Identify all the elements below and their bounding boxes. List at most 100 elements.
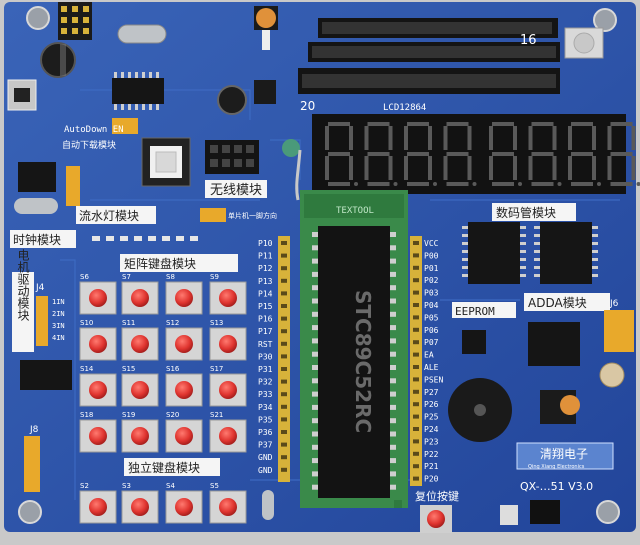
brand-logo xyxy=(516,442,614,470)
seg-digit xyxy=(364,122,398,186)
j4-pin-label: 3IN xyxy=(52,322,65,330)
matrix-key-s12[interactable]: S12 xyxy=(165,319,203,361)
digit-module-label: 数码管模块 xyxy=(496,205,556,220)
indep-key-s2[interactable]: S2 xyxy=(79,482,117,524)
j4-pin-label: 4IN xyxy=(52,334,65,342)
key-label: S21 xyxy=(210,411,223,419)
photoresistor xyxy=(599,362,625,388)
matrix-key-s10[interactable]: S10 xyxy=(79,319,117,361)
pin-label-right: P25 xyxy=(424,413,439,422)
mode-jumper[interactable] xyxy=(200,208,226,222)
key-label: S19 xyxy=(122,411,135,419)
pin-label-left: P36 xyxy=(258,428,273,437)
buzzer xyxy=(448,378,512,442)
switch-bottom[interactable] xyxy=(500,505,518,525)
indep-key-s3[interactable]: S3 xyxy=(121,482,159,524)
matrix-key-s17[interactable]: S17 xyxy=(209,365,247,407)
pin-label-left: P32 xyxy=(258,378,273,387)
key-label: S18 xyxy=(80,411,93,419)
pin-label-right: P03 xyxy=(424,289,439,298)
wireless-label-box xyxy=(205,180,267,198)
independent-keys-label: 独立键盘模块 xyxy=(128,460,200,475)
matrix-key-s19[interactable]: S19 xyxy=(121,411,159,453)
j4-pin-label: 2IN xyxy=(52,310,65,318)
adjust-potentiometer[interactable] xyxy=(540,390,580,424)
eeprom-chip xyxy=(462,330,486,354)
pin-label-right: P21 xyxy=(424,462,439,471)
seg-digit xyxy=(443,122,477,186)
usb-port xyxy=(7,79,37,111)
indep-key-s5[interactable]: S5 xyxy=(209,482,247,524)
seg-digit xyxy=(404,122,437,186)
pin-label-right: P24 xyxy=(424,425,439,434)
matrix-key-s20[interactable]: S20 xyxy=(165,411,203,453)
autodown-jumper[interactable] xyxy=(112,118,138,134)
pin-label-left: RST xyxy=(258,340,273,349)
matrix-key-s18[interactable]: S18 xyxy=(79,411,117,453)
reset-label: 复位按键 xyxy=(415,489,459,503)
key-label: S16 xyxy=(166,365,180,373)
pin-label-right: P01 xyxy=(424,264,439,273)
matrix-key-s13[interactable]: S13 xyxy=(209,319,247,361)
pin-label-left: P12 xyxy=(258,264,273,273)
key-label: S7 xyxy=(122,273,131,281)
flowing-led-label-box xyxy=(76,206,156,224)
lcd-label: LCD12864 xyxy=(383,103,426,113)
matrix-key-s16[interactable]: S16 xyxy=(165,365,203,407)
matrix-key-s14[interactable]: S14 xyxy=(79,365,117,407)
matrix-key-s11[interactable]: S11 xyxy=(121,319,159,361)
pin-label-right: P04 xyxy=(424,301,439,310)
pin-label-left: P13 xyxy=(258,277,273,286)
key-label: S10 xyxy=(80,319,93,327)
reset-button[interactable] xyxy=(420,505,452,533)
mcu-crystal xyxy=(262,490,274,520)
pin-label-left: P17 xyxy=(258,327,273,336)
pin-label-right: P23 xyxy=(424,437,439,446)
pin-label-right: P06 xyxy=(424,326,439,335)
pin-label-left: P10 xyxy=(258,239,273,248)
j4-header xyxy=(36,296,48,346)
lcd-header-top xyxy=(298,18,560,94)
matrix-key-s21[interactable]: S21 xyxy=(209,411,247,453)
lcd-pin-20: 20 xyxy=(300,99,315,113)
regulator xyxy=(254,80,276,104)
adda-module-label: ADDA模块 xyxy=(528,296,587,310)
autodown-label: AutoDown EN xyxy=(64,125,124,135)
pin-label-right: VCC xyxy=(424,239,439,248)
pin-label-right: P22 xyxy=(424,450,439,459)
matrix-key-s9[interactable]: S9 xyxy=(209,273,247,315)
power-switch[interactable] xyxy=(141,137,191,187)
j6-label: J6 xyxy=(609,299,619,309)
right-pin-header xyxy=(410,236,422,486)
matrix-key-s6[interactable]: S6 xyxy=(79,273,117,315)
clock-label-box xyxy=(10,230,76,248)
mount-hole xyxy=(596,500,620,524)
left-pin-labels: P10P11P12P13P14P15P16P17RSTP30P31P32P33P… xyxy=(258,239,287,475)
key-label: S17 xyxy=(210,365,223,373)
key-label: S8 xyxy=(166,273,175,281)
pin-label-right: P26 xyxy=(424,400,439,409)
right-pin-labels: VCCP00P01P02P03P04P05P06P07EAALEPSENP27P… xyxy=(413,239,443,484)
pin-label-left: GND xyxy=(258,453,273,462)
ch340-chip xyxy=(112,72,164,110)
key-label: S9 xyxy=(210,273,219,281)
matrix-key-s15[interactable]: S15 xyxy=(121,365,159,407)
matrix-key-s7[interactable]: S7 xyxy=(121,273,159,315)
seg-digit xyxy=(528,122,562,186)
wireless-module-label: 无线模块 xyxy=(210,183,262,198)
pin-label-right: P05 xyxy=(424,313,439,322)
ir-receiver xyxy=(564,27,604,59)
matrix-key-s8[interactable]: S8 xyxy=(165,273,203,315)
digit-module-label-box xyxy=(492,203,576,221)
indep-key-s4[interactable]: S4 xyxy=(165,482,203,524)
pin-label-left: P14 xyxy=(258,289,273,298)
adda-label-box xyxy=(524,293,610,311)
stc-mcu-chip xyxy=(318,226,390,498)
motor-module-label: 电机驱动模块 xyxy=(16,249,30,321)
wireless-module-header xyxy=(205,140,259,174)
pin-label-right: P00 xyxy=(424,251,439,260)
j8-label: J8 xyxy=(29,425,39,435)
j4-label: J4 xyxy=(35,283,45,293)
